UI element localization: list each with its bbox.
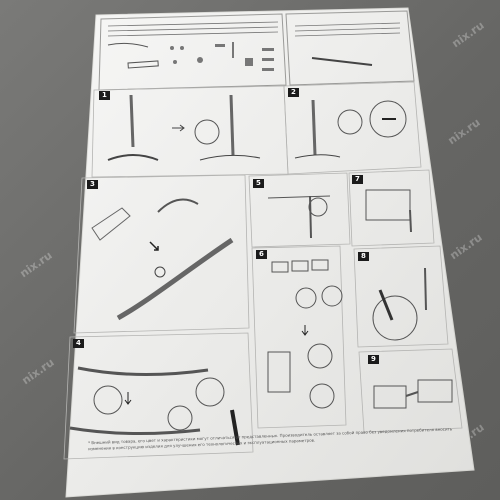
step-4-panel (63, 332, 254, 460)
step-3-panel (73, 174, 250, 334)
step-number-2: 2 (288, 88, 299, 97)
step-8-drawing (372, 267, 427, 341)
step-6-drawing (267, 259, 343, 409)
step-8-panel (353, 245, 449, 348)
step-number-4: 4 (73, 339, 84, 348)
step-4-drawing (69, 366, 240, 446)
step-2-panel (283, 81, 422, 175)
step-number-6: 6 (256, 250, 267, 259)
step-9-drawing (373, 379, 453, 409)
step-number-5: 5 (253, 179, 264, 188)
step-number-3: 3 (87, 180, 98, 189)
step-5-drawing (267, 195, 331, 239)
step-9-panel (358, 348, 463, 433)
step-number-7: 7 (352, 175, 363, 184)
step-7-panel (348, 169, 435, 247)
step-7-drawing (365, 189, 412, 233)
step-6-panel (251, 245, 347, 429)
step-number-8: 8 (358, 252, 369, 261)
step-number-1: 1 (99, 91, 110, 100)
parts-list-panel (98, 13, 287, 91)
parts-list-panel-2 (285, 10, 415, 86)
step-1-drawing (107, 94, 261, 161)
step-5-panel (248, 172, 351, 248)
step-number-9: 9 (368, 355, 379, 364)
step-panels (63, 81, 463, 460)
step-3-drawing (91, 198, 234, 321)
step-2-drawing (294, 99, 407, 159)
